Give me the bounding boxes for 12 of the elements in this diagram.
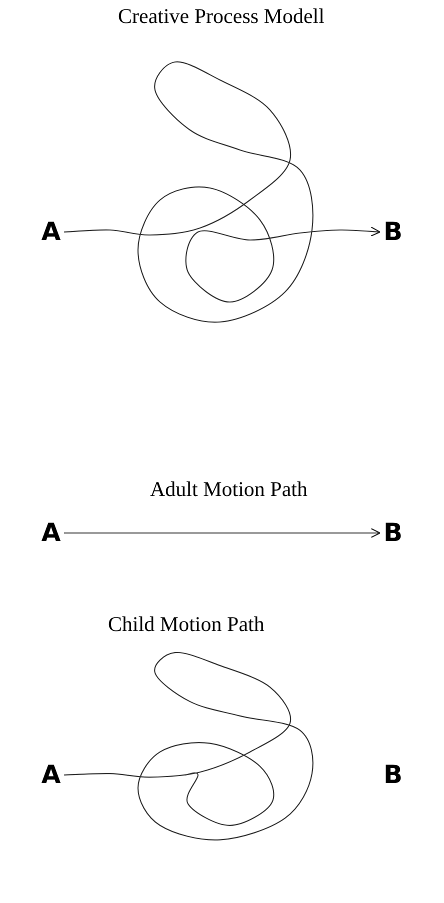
heading: Adult Motion Path [150, 477, 308, 502]
arrow [64, 528, 381, 538]
scribble-path [64, 61, 381, 323]
heading: Creative Process Modell [118, 4, 324, 29]
heading: Child Motion Path [108, 612, 264, 637]
point-letter: B [382, 217, 404, 247]
point-letter: A [40, 217, 62, 247]
scribble-path [64, 652, 314, 840]
point-letter: B [382, 518, 404, 548]
point-letter: A [40, 518, 62, 548]
point-letter: B [382, 760, 404, 790]
point-letter: A [40, 760, 62, 790]
